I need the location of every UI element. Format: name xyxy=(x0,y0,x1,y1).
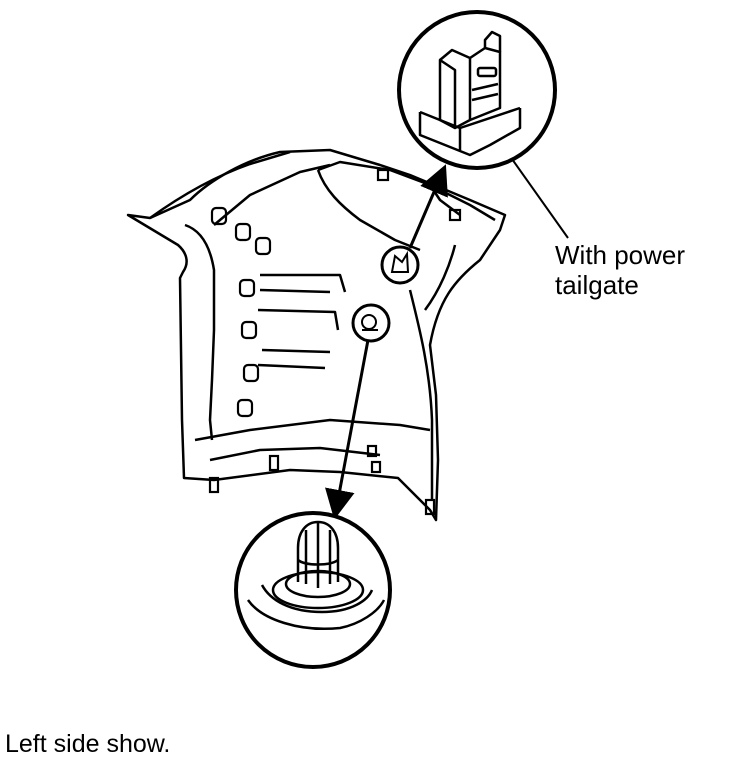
arrow-to-lower-detail xyxy=(325,339,370,520)
callout-label: With power tailgate xyxy=(555,240,685,300)
callout-line-2: tailgate xyxy=(555,270,639,300)
figure-caption: Left side show. xyxy=(5,730,171,758)
trim-panel xyxy=(126,148,507,522)
callout-line-1: With power xyxy=(555,240,686,270)
upper-clip-location xyxy=(380,245,420,285)
upper-detail-circle xyxy=(397,10,557,170)
mounting-bosses xyxy=(208,168,462,516)
arrow-to-upper-detail xyxy=(408,164,448,249)
lower-detail-circle xyxy=(234,511,392,669)
lower-clip-location xyxy=(351,303,391,343)
